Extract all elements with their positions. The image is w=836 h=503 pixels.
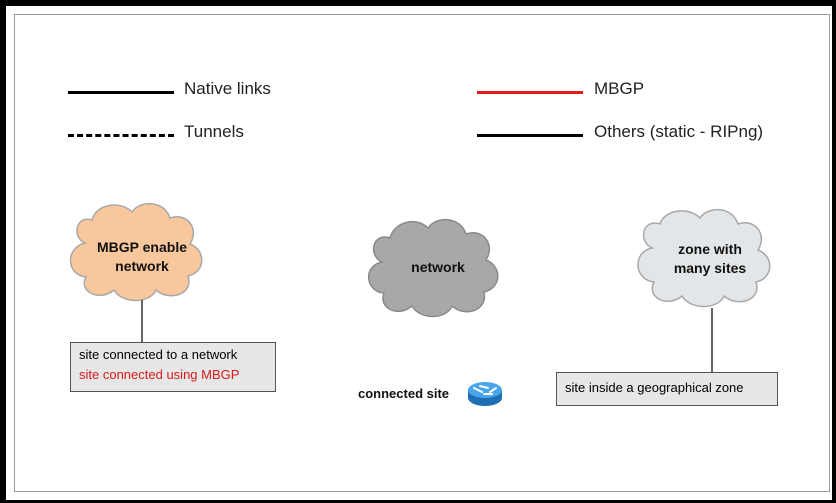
zone-label: zone with many sites xyxy=(648,240,772,278)
mbgp-label: MBGP xyxy=(594,79,645,98)
site-zone-text: site inside a geographical zone xyxy=(565,380,744,395)
site-network-text: site connected to a network xyxy=(79,347,238,362)
connected-site-label: connected site xyxy=(358,386,450,401)
zone-label-line2: many sites xyxy=(673,260,747,276)
router-icon xyxy=(468,382,502,406)
site-zone-box: site inside a geographical zone xyxy=(556,372,778,406)
network-label: network xyxy=(411,259,465,275)
tunnels-line xyxy=(68,134,174,137)
others-label: Others (static - RIPng) xyxy=(594,122,764,141)
mbgp-network-label: MBGP enable network xyxy=(76,238,208,276)
mbgp-network-label-line2: network xyxy=(115,258,169,274)
mbgp-network-cloud xyxy=(69,203,203,302)
site-connection-box: site connected to a network site connect… xyxy=(70,342,276,392)
mbgp-line xyxy=(477,91,583,94)
site-mbgp-text: site connected using MBGP xyxy=(79,367,240,382)
others-line xyxy=(477,134,583,137)
native-links-label: Native links xyxy=(184,79,271,98)
mbgp-network-label-line1: MBGP enable xyxy=(97,239,187,255)
tunnels-label: Tunnels xyxy=(184,122,244,141)
zone-label-line1: zone with xyxy=(678,241,742,257)
zone-cloud xyxy=(637,209,771,308)
native-links-line xyxy=(68,91,174,94)
network-cloud xyxy=(367,219,499,318)
